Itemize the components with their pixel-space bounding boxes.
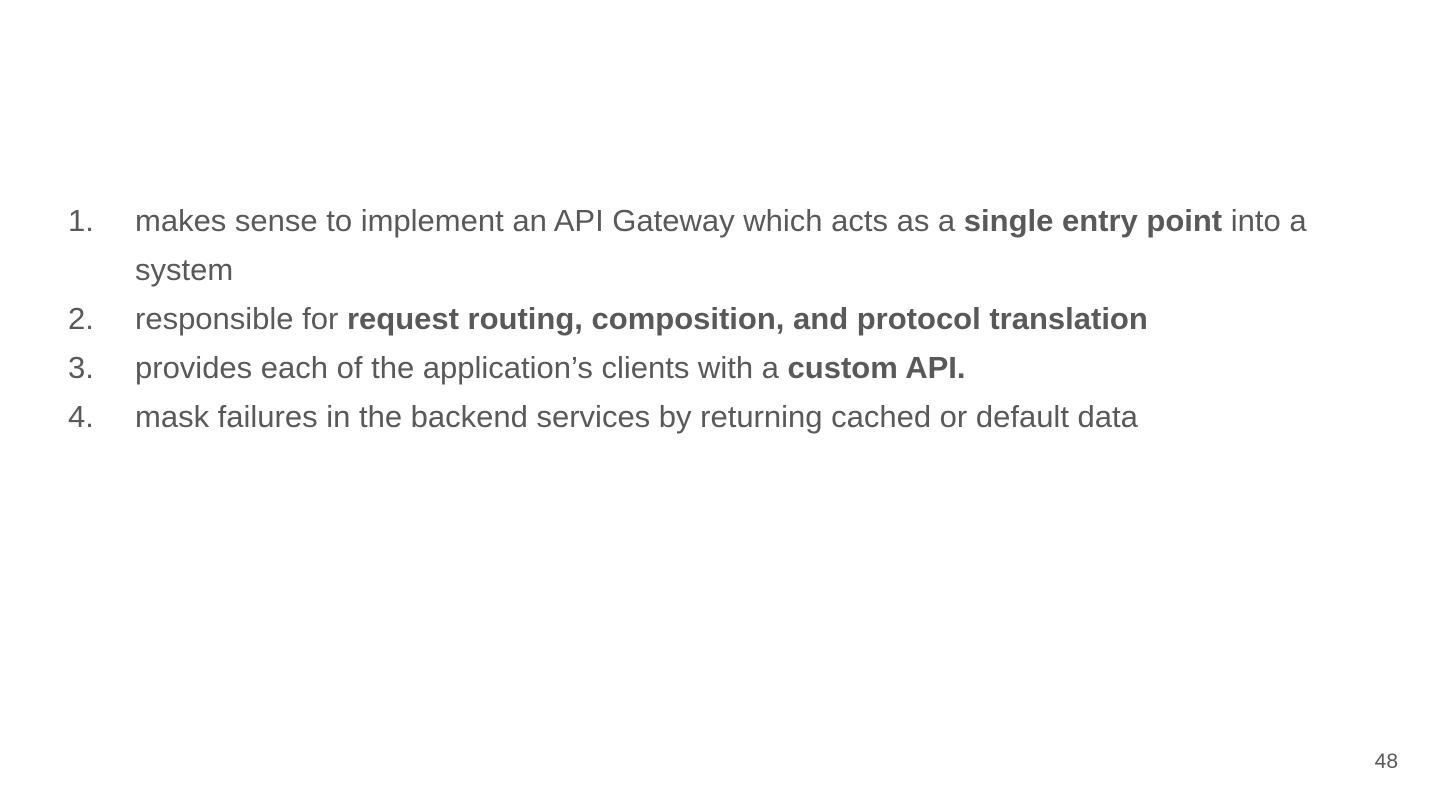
text-segment: provides each of the application’s clien… xyxy=(135,350,788,385)
list-item-text: mask failures in the backend services by… xyxy=(135,392,1138,441)
list-item-number: 4. xyxy=(68,399,94,434)
text-segment: makes sense to implement an API Gateway … xyxy=(135,203,964,238)
list-item: 4. mask failures in the backend services … xyxy=(68,392,1315,441)
list-item-text: responsible for request routing, composi… xyxy=(135,294,1148,343)
list-item: 3. provides each of the application’s cli… xyxy=(68,343,1315,392)
text-segment: into a system xyxy=(135,203,1307,287)
list-item-number: 1. xyxy=(68,203,94,238)
bold-text-segment: custom API. xyxy=(787,350,966,385)
list-item-number: 3. xyxy=(68,350,94,385)
list-item: 1. makes sense to implement an API Gatewa… xyxy=(68,196,1315,294)
list-item-text: provides each of the application’s clien… xyxy=(135,343,966,392)
text-segment: responsible for xyxy=(135,301,347,336)
list-item-number: 2. xyxy=(68,301,94,336)
numbered-list: 1. makes sense to implement an API Gatewa… xyxy=(68,196,1315,441)
list-item-text: makes sense to implement an API Gateway … xyxy=(135,196,1315,294)
text-segment: mask failures in the backend services by… xyxy=(135,399,1138,434)
bold-text-segment: request routing, composition, and protoc… xyxy=(346,301,1148,336)
bold-text-segment: single entry point xyxy=(963,203,1223,238)
page-number: 48 xyxy=(1374,750,1398,773)
list-item: 2. responsible for request routing, compo… xyxy=(68,294,1315,343)
